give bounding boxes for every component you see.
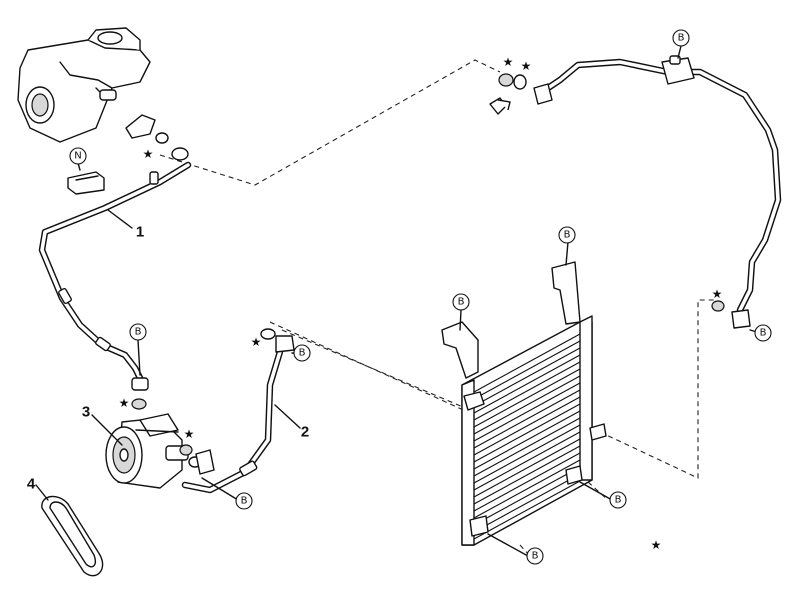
part-number-4: 4 [27, 476, 36, 493]
condenser-fin [473, 354, 581, 414]
o-rings-and-clamp [489, 73, 725, 312]
condenser-fin [473, 333, 581, 393]
assembly-guide-lines [159, 59, 715, 557]
condenser-fin [473, 410, 581, 470]
callout-b-condenser-foot-left: B [526, 547, 544, 565]
callout-b-condenser-left: B [452, 293, 470, 311]
star-marker: ★ [521, 59, 532, 73]
condenser-fin [473, 361, 581, 421]
star-marker: ★ [119, 396, 130, 410]
condenser-fin [473, 431, 581, 491]
condenser-fin [473, 438, 581, 498]
callout-n-clip: N [69, 147, 87, 165]
svg-text:B: B [760, 328, 767, 339]
svg-text:B: B [135, 327, 142, 338]
svg-text:B: B [299, 348, 306, 359]
star-markers: ★ ★ ★ ★ ★ ★ ★ ★ [119, 55, 723, 552]
retaining-clip [67, 171, 105, 195]
condenser [441, 261, 607, 546]
star-marker: ★ [651, 538, 662, 552]
condenser-fin [473, 466, 581, 526]
callout-b-pipe-2-bottom: B [235, 492, 253, 510]
condenser-outlet-pipe [533, 55, 782, 329]
drive-belt [41, 495, 104, 577]
svg-text:B: B [615, 495, 622, 506]
svg-text:B: B [564, 230, 571, 241]
condenser-fin [473, 396, 581, 456]
pipe-1-fittings [125, 114, 189, 410]
star-marker: ★ [143, 147, 154, 161]
svg-text:B: B [458, 297, 465, 308]
callout-b-pipe-2-top: B [293, 344, 311, 362]
pipe-1 [38, 161, 192, 391]
star-marker: ★ [503, 55, 514, 69]
condenser-fin [473, 347, 581, 407]
condenser-fin [473, 375, 581, 435]
part-number-2: 2 [301, 424, 309, 441]
pipe-2 [181, 328, 295, 494]
part-number-3: 3 [82, 404, 90, 421]
svg-text:B: B [532, 551, 539, 562]
condenser-fin [473, 452, 581, 512]
star-marker: ★ [251, 335, 262, 349]
callout-b-pipe-1: B [129, 323, 147, 341]
star-marker: ★ [712, 287, 723, 301]
evaporator-housing [17, 27, 151, 143]
condenser-fin [473, 473, 581, 533]
condenser-fin [473, 480, 581, 540]
condenser-fin [473, 389, 581, 449]
callout-b-condenser-foot-right: B [609, 491, 627, 509]
condenser-fin [473, 382, 581, 442]
condenser-fin [473, 417, 581, 477]
condenser-fin [473, 459, 581, 519]
condenser-fin [473, 445, 581, 505]
callout-b-top-right: B [672, 29, 690, 47]
condenser-fin [473, 424, 581, 484]
svg-text:N: N [74, 151, 81, 162]
condenser-fin [473, 403, 581, 463]
compressor [105, 413, 189, 489]
callout-b-right-pipe-end: B [754, 324, 772, 342]
condenser-fin [473, 340, 581, 400]
svg-text:B: B [678, 33, 685, 44]
condenser-fin [473, 368, 581, 428]
star-marker: ★ [184, 427, 195, 441]
part-number-1: 1 [136, 224, 144, 241]
svg-text:B: B [241, 496, 248, 507]
leader-lines [35, 45, 758, 557]
callout-b-condenser-top: B [558, 226, 576, 244]
